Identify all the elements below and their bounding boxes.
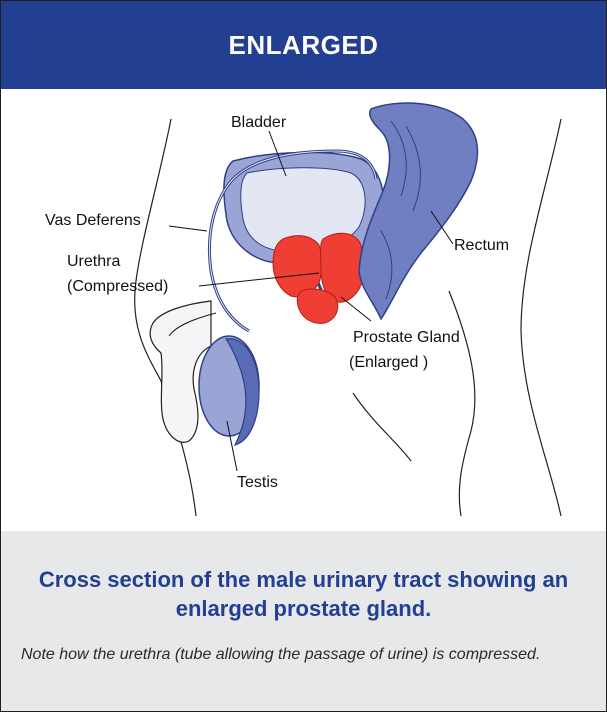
- body-outline-inner: [449, 291, 475, 516]
- body-outline-back: [521, 119, 561, 516]
- caption-note: Note how the urethra (tube allowing the …: [21, 643, 591, 666]
- label-prostate-line1: Prostate Gland: [353, 329, 460, 346]
- label-urethra-line1: Urethra: [67, 253, 120, 270]
- leader-vas-deferens: [169, 226, 207, 231]
- label-urethra-line2: (Compressed): [67, 278, 168, 295]
- anatomy-illustration: Bladder Vas Deferens Urethra (Compressed…: [1, 89, 606, 529]
- label-prostate-line2: (Enlarged ): [349, 354, 428, 371]
- label-bladder: Bladder: [231, 114, 287, 131]
- body-outline-leg: [353, 393, 411, 461]
- page-title: ENLARGED: [1, 1, 606, 89]
- label-vas-deferens: Vas Deferens: [45, 212, 141, 229]
- leader-prostate: [341, 297, 371, 321]
- prostate-lobe-left: [273, 236, 322, 297]
- caption-title: Cross section of the male urinary tract …: [21, 565, 586, 623]
- rectum: [359, 103, 478, 319]
- prostate-lobe-lower: [297, 289, 338, 323]
- caption-panel: Cross section of the male urinary tract …: [1, 531, 606, 711]
- label-rectum: Rectum: [454, 237, 509, 254]
- anatomy-diagram: Bladder Vas Deferens Urethra (Compressed…: [1, 89, 606, 529]
- label-testis: Testis: [237, 474, 278, 491]
